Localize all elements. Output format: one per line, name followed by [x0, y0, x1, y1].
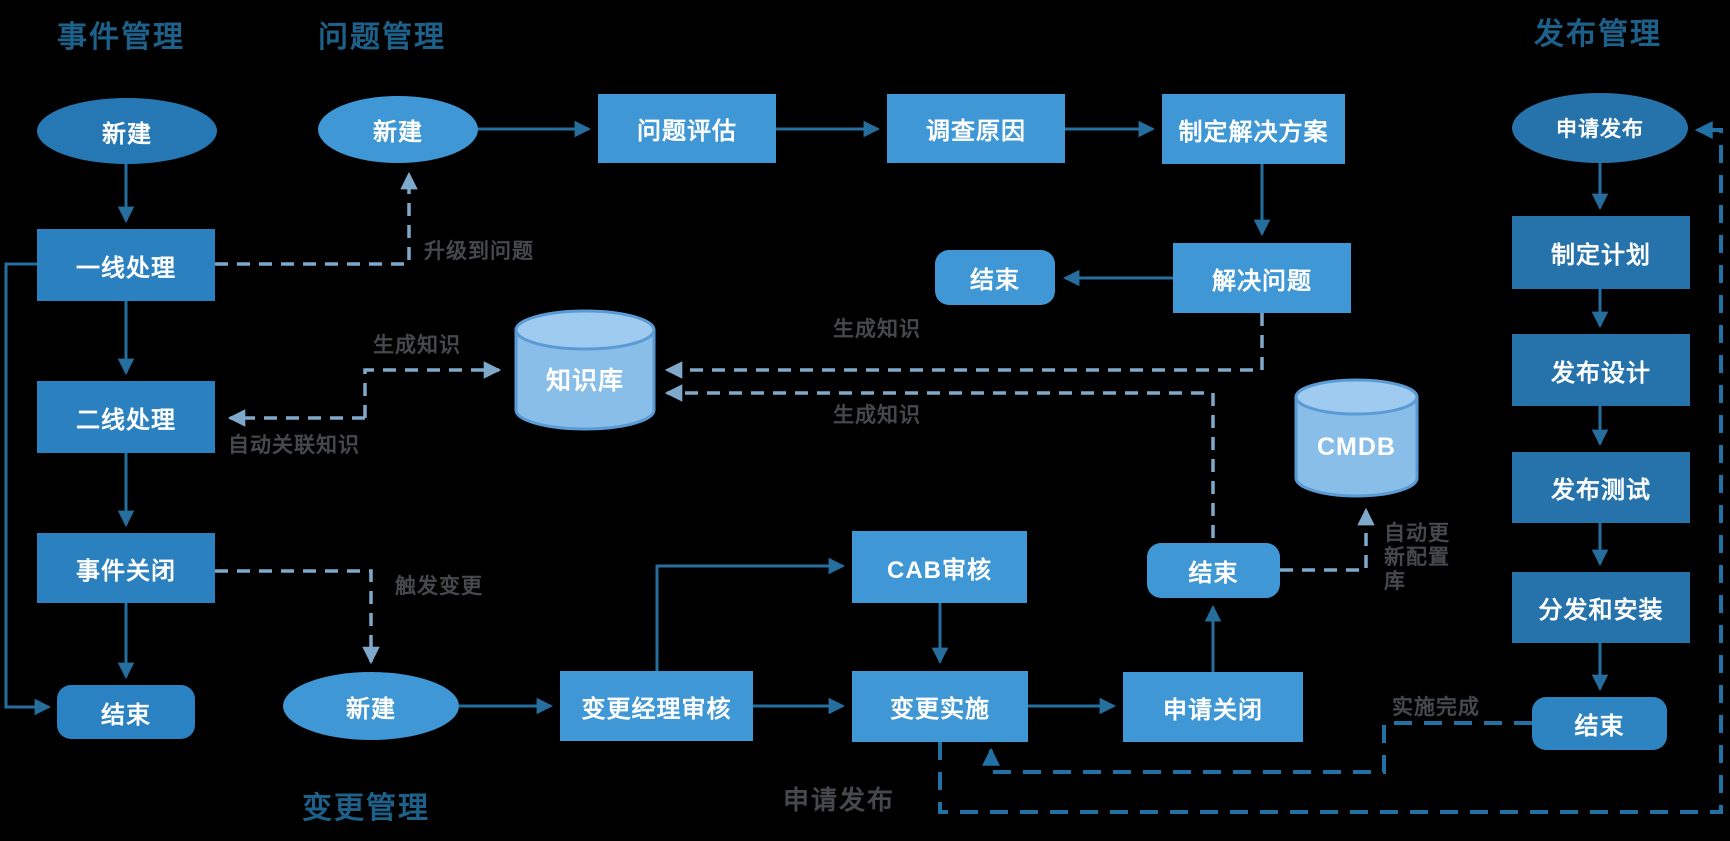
node-release-test: 发布测试 [1512, 452, 1690, 523]
edge-label-generate-knowledge-top: 生成知识 [833, 318, 921, 341]
node-distribute-install: 分发和安装 [1512, 572, 1690, 643]
title-release-management: 发布管理 [1534, 18, 1662, 51]
edge-chgend-update-cmdb [1280, 507, 1375, 572]
edge-label-escalate-to-problem: 升级到问题 [424, 240, 534, 263]
node-change-manager-review: 变更经理审核 [560, 671, 753, 741]
edge-label-apply-release: 申请发布 [783, 785, 896, 815]
node-problem-evaluate: 问题评估 [598, 94, 776, 163]
node-problem-new: 新建 [318, 96, 478, 163]
cmdb-cylinder: CMDB [1293, 377, 1420, 500]
node-incident-end: 结束 [57, 685, 195, 739]
edge-l2-generate-knowledge [363, 361, 502, 418]
node-problem-end: 结束 [935, 250, 1055, 305]
node-apply-release: 申请发布 [1512, 93, 1688, 163]
node-make-plan: 制定计划 [1512, 216, 1690, 289]
edge-impl-done-loop [982, 721, 1532, 774]
knowledge-base-label: 知识库 [545, 367, 624, 395]
edge-apply-release-loop [938, 121, 1723, 814]
node-release-design: 发布设计 [1512, 334, 1690, 406]
node-incident-close: 事件关闭 [37, 533, 215, 603]
edge-label-auto-update-cmdb: 自动更新配置库 [1384, 522, 1450, 593]
node-investigate-cause: 调查原因 [887, 94, 1065, 163]
title-incident-management: 事件管理 [57, 21, 185, 54]
edge-chgend-generate-knowledge [664, 384, 1215, 538]
edge-inc-l1-left-loop-to-end [4, 262, 52, 716]
node-change-implement: 变更实施 [852, 671, 1028, 742]
node-cab-review: CAB审核 [852, 531, 1027, 603]
edge-escalate-to-problem [215, 171, 418, 266]
edge-label-generate-knowledge-left: 生成知识 [373, 334, 461, 357]
node-incident-new: 新建 [37, 98, 217, 164]
edge-label-generate-knowledge-bottom: 生成知识 [833, 404, 921, 427]
edge-label-impl-done: 实施完成 [1392, 696, 1480, 719]
cylinder-shape [514, 309, 656, 431]
edge-label-trigger-change: 触发变更 [395, 575, 483, 598]
title-problem-management: 问题管理 [318, 21, 446, 54]
node-make-solution: 制定解决方案 [1162, 94, 1345, 164]
cmdb-label: CMDB [1317, 433, 1396, 461]
node-second-line-handling: 二线处理 [37, 381, 215, 453]
cylinder-shape [1294, 378, 1419, 498]
node-apply-close: 申请关闭 [1123, 672, 1303, 742]
node-change-end: 结束 [1147, 543, 1280, 598]
edge-trigger-change [215, 569, 380, 665]
edge-solve-generate-knowledge [664, 313, 1264, 379]
node-first-line-handling: 一线处理 [37, 229, 215, 301]
node-release-end: 结束 [1532, 697, 1667, 750]
title-change-management: 变更管理 [302, 792, 430, 825]
edge-chg-mgr-to-cab [655, 557, 846, 671]
knowledge-base-cylinder: 知识库 [513, 308, 657, 432]
node-solve-problem: 解决问题 [1173, 243, 1351, 313]
node-change-new: 新建 [283, 672, 459, 740]
edge-label-auto-link-knowledge: 自动关联知识 [228, 434, 360, 457]
